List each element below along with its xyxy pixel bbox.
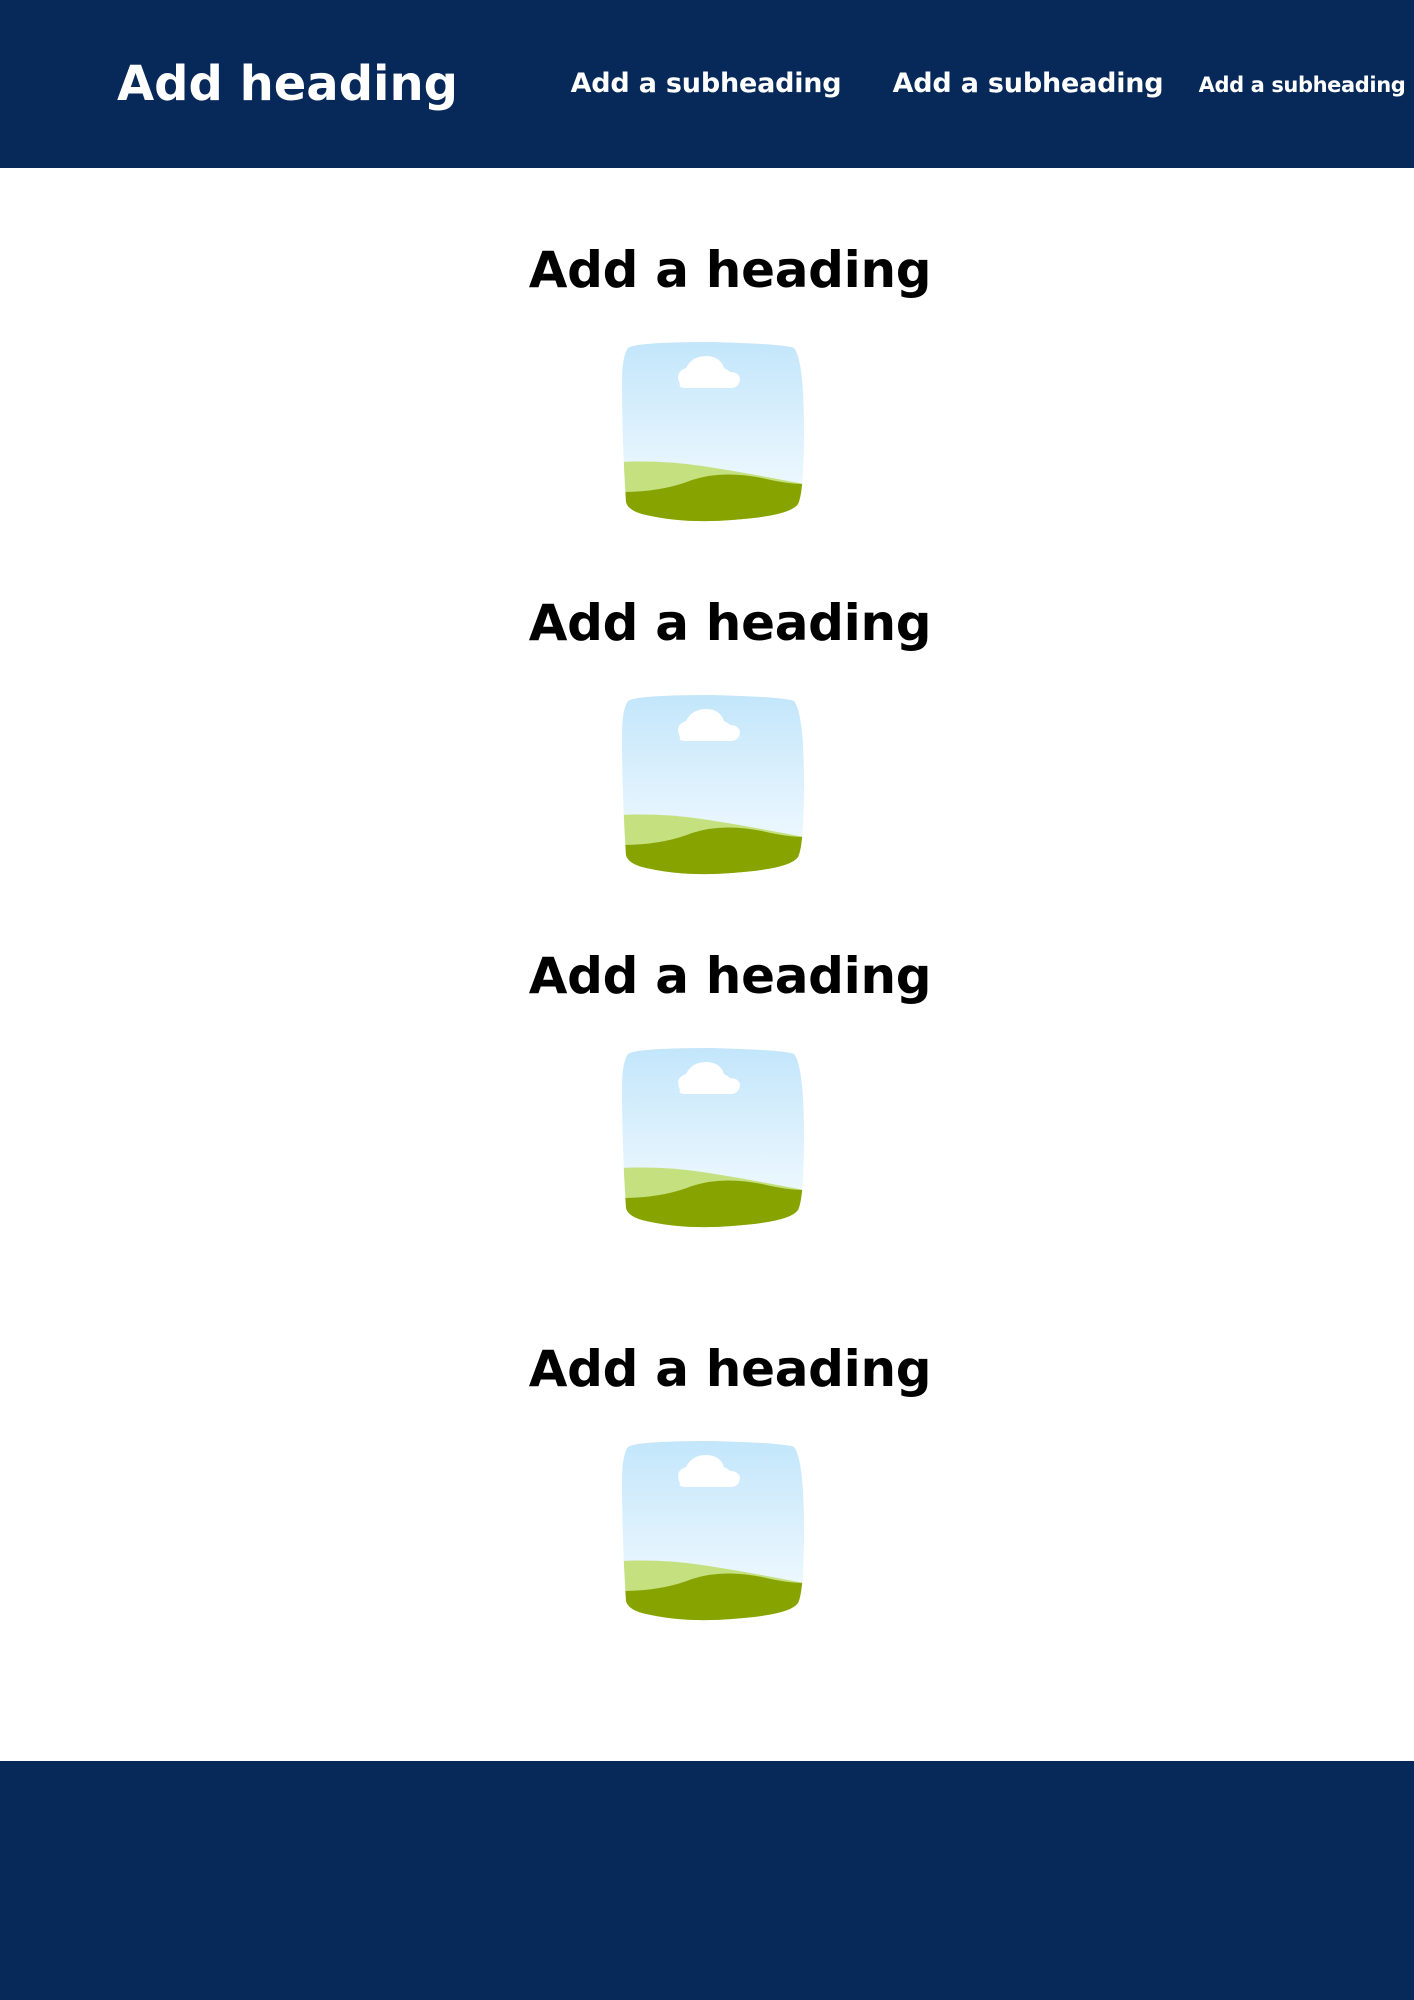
nav-link-2[interactable]: Add a subheading	[892, 68, 1164, 99]
image-placeholder-icon[interactable]	[622, 1048, 804, 1228]
section-heading: Add a heading	[528, 947, 932, 1005]
section-heading: Add a heading	[528, 241, 932, 299]
site-header: Add heading Add a subheading Add a subhe…	[0, 0, 1414, 168]
nav-link-3[interactable]: Add a subheading	[1198, 73, 1406, 97]
image-placeholder-icon[interactable]	[622, 1441, 804, 1621]
site-footer	[0, 1761, 1414, 2000]
section-heading: Add a heading	[528, 1340, 932, 1398]
site-title[interactable]: Add heading	[117, 56, 459, 112]
image-placeholder-icon[interactable]	[622, 695, 804, 875]
section-heading: Add a heading	[528, 594, 932, 652]
nav-link-1[interactable]: Add a subheading	[570, 68, 842, 99]
image-placeholder-icon[interactable]	[622, 342, 804, 522]
